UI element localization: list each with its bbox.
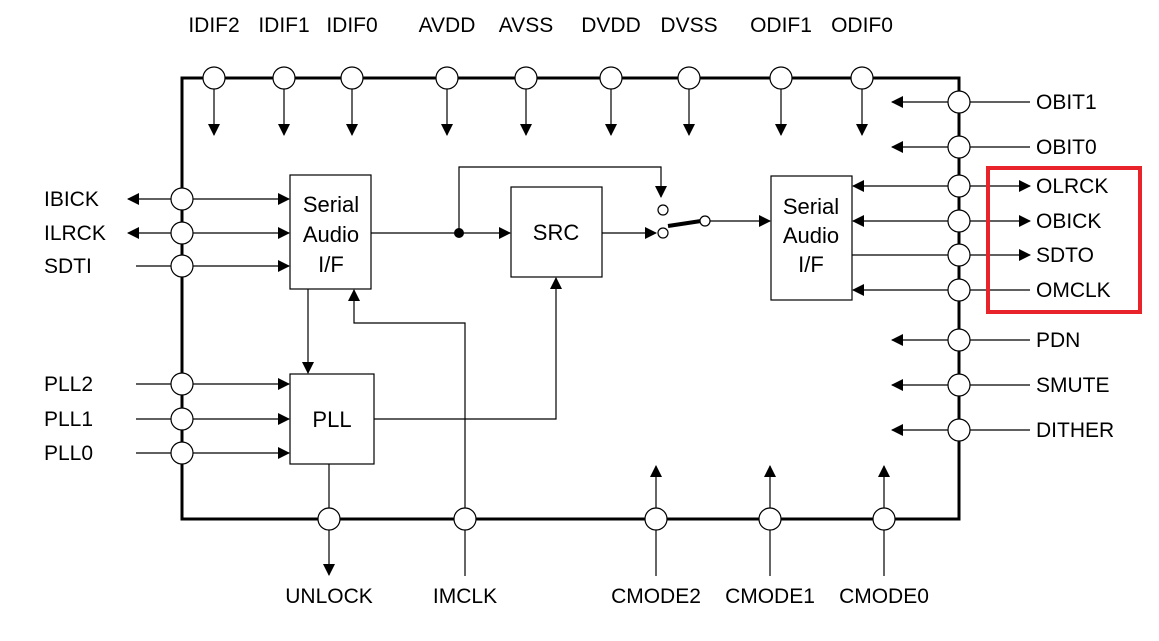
- pin-pll0: [170, 441, 194, 465]
- pin-label-pll0: PLL0: [44, 442, 93, 465]
- pin-label-odif0: ODIF0: [831, 14, 893, 37]
- pin-odif0: [850, 66, 874, 90]
- pin-olrck: [947, 174, 971, 198]
- pin-odif1: [769, 66, 793, 90]
- serial-in-line3: I/F: [318, 252, 344, 277]
- pin-smute: [947, 373, 971, 397]
- pin-label-sdto: SDTO: [1036, 244, 1094, 267]
- serial-in-line1: Serial: [303, 192, 359, 217]
- pin-label-smute: SMUTE: [1036, 374, 1110, 397]
- serial-audio-if-input-block: [289, 174, 372, 290]
- src-label: SRC: [533, 220, 580, 245]
- pin-label-odif1: ODIF1: [750, 14, 812, 37]
- pin-label-idif2: IDIF2: [188, 14, 239, 37]
- pin-unlock: [317, 507, 341, 531]
- pll-label: PLL: [312, 407, 351, 432]
- pin-imclk: [453, 507, 477, 531]
- pin-dither: [947, 418, 971, 442]
- pin-ibick: [170, 187, 194, 211]
- switch-pivot: [699, 215, 711, 227]
- pin-label-avss: AVSS: [499, 14, 553, 37]
- pll-block: [289, 373, 375, 465]
- pin-obit1: [947, 90, 971, 114]
- pin-avss: [514, 66, 538, 90]
- switch-blade: [667, 219, 702, 228]
- pin-label-obick: OBICK: [1036, 210, 1101, 233]
- pin-label-unlock: UNLOCK: [285, 585, 373, 608]
- pin-label-idif1: IDIF1: [258, 14, 309, 37]
- highlight-box: [986, 166, 1142, 314]
- pin-dvss: [677, 66, 701, 90]
- pin-idif1: [272, 66, 296, 90]
- pin-cmode1: [758, 507, 782, 531]
- pin-label-olrck: OLRCK: [1036, 175, 1108, 198]
- pin-idif0: [340, 66, 364, 90]
- pin-obit0: [947, 135, 971, 159]
- left-pins: IBICK ILRCK SDTI PLL2 PLL1 PLL0: [44, 187, 290, 465]
- pin-avdd: [435, 66, 459, 90]
- pin-cmode0: [872, 507, 896, 531]
- pin-dvdd: [599, 66, 623, 90]
- pin-obick: [947, 209, 971, 233]
- pin-omclk: [947, 278, 971, 302]
- pin-label-cmode2: CMODE2: [611, 585, 701, 608]
- bottom-pins: UNLOCK IMCLK CMODE2 CMODE1 CMODE0: [285, 464, 929, 608]
- switch-contact-bypass: [657, 204, 669, 216]
- pin-label-dvss: DVSS: [660, 14, 717, 37]
- pin-label-cmode0: CMODE0: [839, 585, 929, 608]
- pin-label-dvdd: DVDD: [581, 14, 641, 37]
- pin-label-pll1: PLL1: [44, 408, 93, 431]
- pin-cmode2: [644, 507, 668, 531]
- pin-sdto: [947, 243, 971, 267]
- pin-label-cmode1: CMODE1: [725, 585, 815, 608]
- pin-label-ilrck: ILRCK: [44, 222, 106, 245]
- src-block: [510, 186, 603, 278]
- pin-ilrck: [170, 221, 194, 245]
- serial-out-line2: Audio: [783, 223, 839, 248]
- pin-label-avdd: AVDD: [419, 14, 476, 37]
- pin-label-obit0: OBIT0: [1036, 136, 1097, 159]
- pin-label-sdti: SDTI: [44, 255, 92, 278]
- pin-label-dither: DITHER: [1036, 419, 1114, 442]
- pin-label-omclk: OMCLK: [1036, 279, 1111, 302]
- pin-idif2: [202, 66, 226, 90]
- pin-label-idif0: IDIF0: [326, 14, 377, 37]
- top-pins: IDIF2 IDIF1 IDIF0 AVDD AVSS DVDD DVSS OD…: [188, 14, 893, 136]
- serial-out-line1: Serial: [783, 194, 839, 219]
- pin-pll2: [170, 372, 194, 396]
- pin-label-pll2: PLL2: [44, 373, 93, 396]
- right-pins: OBIT1 OBIT0 OLRCK OBICK SDTO OMCLK PDN S…: [852, 90, 1114, 442]
- serial-out-line3: I/F: [798, 252, 824, 277]
- pin-pdn: [947, 328, 971, 352]
- pin-label-ibick: IBICK: [44, 188, 99, 211]
- serial-in-line2: Audio: [303, 222, 359, 247]
- pin-label-imclk: IMCLK: [433, 585, 497, 608]
- serial-audio-if-output-block: [770, 175, 853, 301]
- switch-contact-src: [657, 227, 669, 239]
- internal-wiring: [302, 166, 771, 519]
- pin-sdti: [170, 254, 194, 278]
- pin-pll1: [170, 407, 194, 431]
- pin-label-obit1: OBIT1: [1036, 91, 1097, 114]
- pin-label-pdn: PDN: [1036, 329, 1080, 352]
